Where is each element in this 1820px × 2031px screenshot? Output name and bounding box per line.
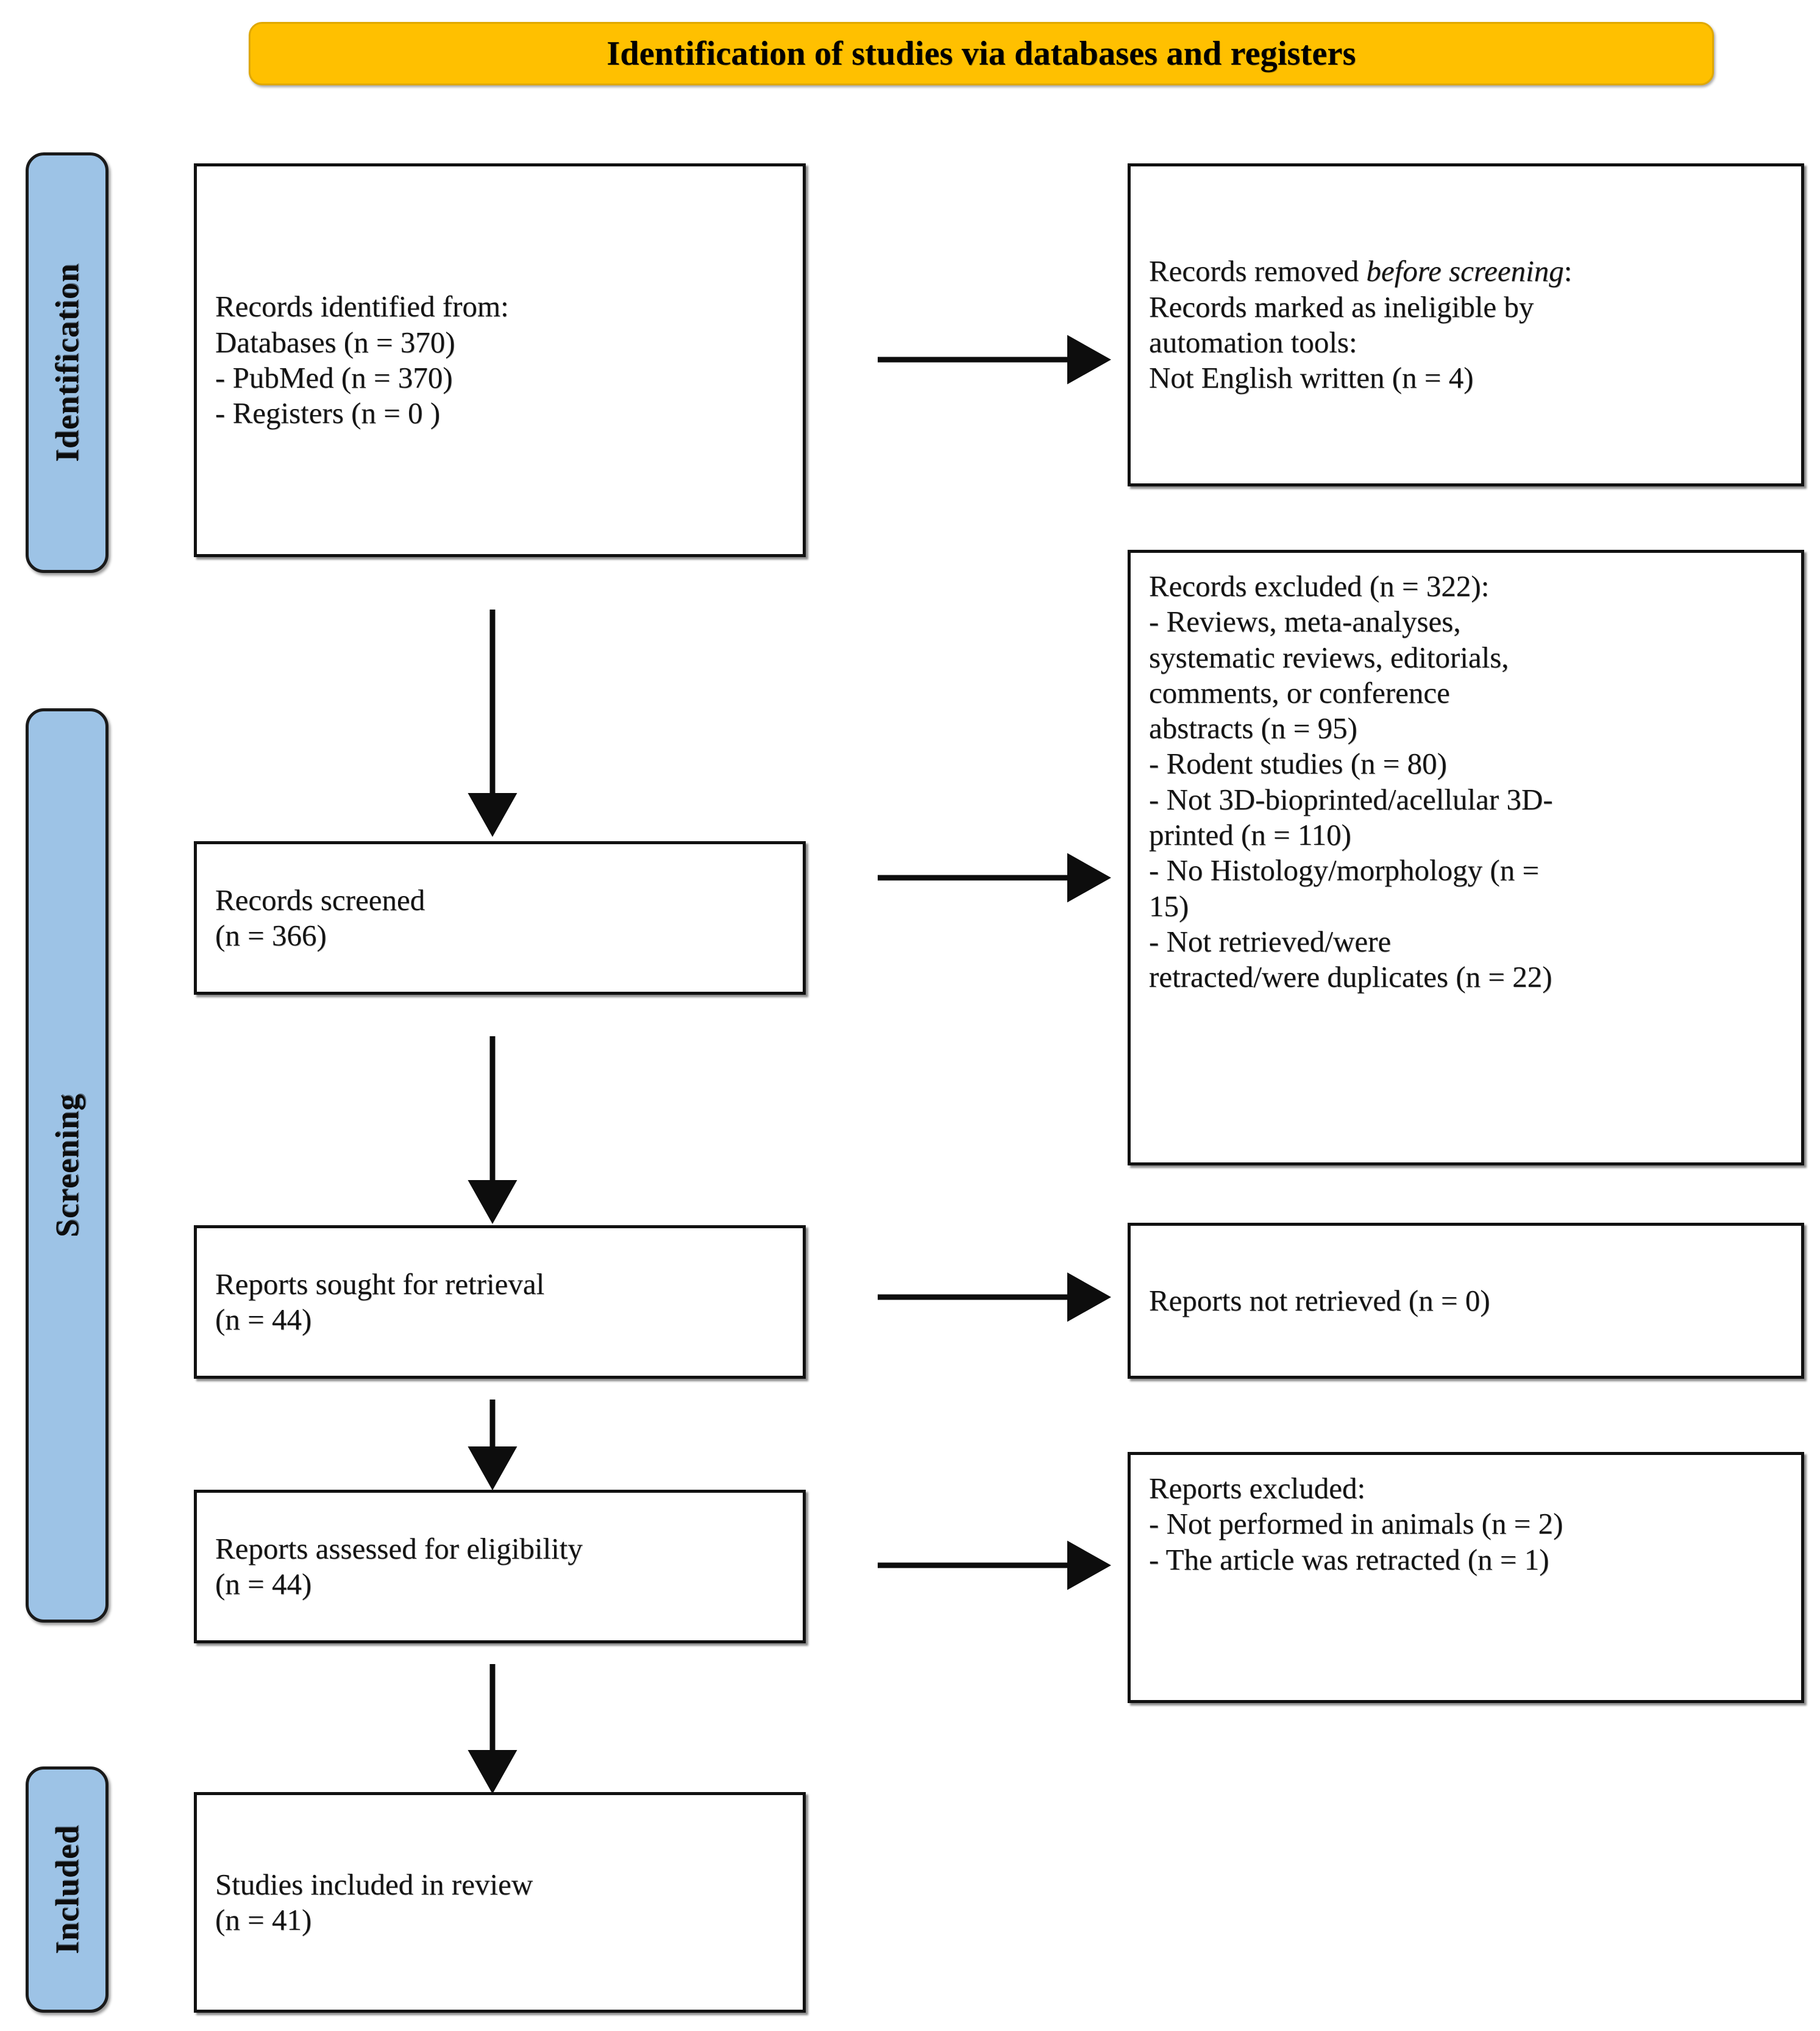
node-line: - Rodent studies (n = 80) <box>1149 747 1447 781</box>
node-line: - No Histology/morphology (n = <box>1149 853 1540 887</box>
node-line: abstracts (n = 95) <box>1149 711 1357 745</box>
node-line: systematic reviews, editorials, <box>1149 640 1509 674</box>
node-line: - The article was retracted (n = 1) <box>1149 1542 1549 1576</box>
phase-label-screening: Screening <box>26 708 108 1623</box>
node-line: - PubMed (n = 370) <box>215 361 453 394</box>
node-records-excluded: Records excluded (n = 322): - Reviews, m… <box>1128 550 1804 1165</box>
title-banner: Identification of studies via databases … <box>249 22 1714 85</box>
node-line: Databases (n = 370) <box>215 325 455 359</box>
node-line: (n = 44) <box>215 1567 312 1601</box>
node-line: Reports excluded: <box>1149 1471 1366 1505</box>
node-reports-not-retrieved: Reports not retrieved (n = 0) <box>1128 1223 1804 1379</box>
node-reports-excluded: Reports excluded: - Not performed in ani… <box>1128 1452 1804 1703</box>
node-line: Studies included in review <box>215 1867 533 1901</box>
phase-label-included: Included <box>26 1766 108 2013</box>
node-line: 15) <box>1149 889 1189 923</box>
node-records-removed: Records removed before screening: Record… <box>1128 163 1804 486</box>
node-line: - Registers (n = 0 ) <box>215 396 441 430</box>
node-records-identified: Records identified from: Databases (n = … <box>194 163 806 557</box>
node-line: Not English written (n = 4) <box>1149 361 1474 395</box>
node-line: - Not retrieved/were <box>1149 924 1392 958</box>
node-reports-assessed: Reports assessed for eligibility (n = 44… <box>194 1490 806 1643</box>
node-line: printed (n = 110) <box>1149 818 1351 852</box>
node-line-italic-mixed: Records removed before screening: <box>1149 254 1783 289</box>
node-line: Records screened <box>215 883 425 917</box>
node-line: (n = 44) <box>215 1303 312 1336</box>
phase-label-identification: Identification <box>26 152 108 573</box>
node-line: Reports sought for retrieval <box>215 1267 545 1301</box>
phase-label-text: Identification <box>49 263 86 463</box>
node-records-screened: Records screened (n = 366) <box>194 841 806 995</box>
node-line: automation tools: <box>1149 325 1357 359</box>
node-line: comments, or conference <box>1149 675 1450 710</box>
removed-post: : <box>1563 254 1573 288</box>
node-studies-included: Studies included in review (n = 41) <box>194 1792 806 2013</box>
node-line: (n = 41) <box>215 1903 312 1937</box>
node-line: - Not 3D-bioprinted/acellular 3D- <box>1149 782 1553 816</box>
node-line: Records identified from: <box>215 290 509 324</box>
node-line: Reports not retrieved (n = 0) <box>1149 1283 1490 1317</box>
removed-emphasis: before screening <box>1366 254 1564 288</box>
node-line: Records excluded (n = 322): <box>1149 569 1490 603</box>
phase-label-text: Included <box>49 1824 85 1955</box>
node-line: (n = 366) <box>215 919 327 952</box>
removed-pre: Records removed <box>1149 254 1367 288</box>
node-line: retracted/were duplicates (n = 22) <box>1149 960 1552 994</box>
phase-label-text: Screening <box>49 1094 85 1237</box>
node-line: - Reviews, meta-analyses, <box>1149 605 1461 639</box>
page-title: Identification of studies via databases … <box>606 35 1356 73</box>
node-line: Records marked as ineligible by <box>1149 290 1534 324</box>
node-line: - Not performed in animals (n = 2) <box>1149 1507 1563 1541</box>
node-line: Reports assessed for eligibility <box>215 1531 583 1565</box>
node-reports-sought: Reports sought for retrieval (n = 44) <box>194 1225 806 1379</box>
